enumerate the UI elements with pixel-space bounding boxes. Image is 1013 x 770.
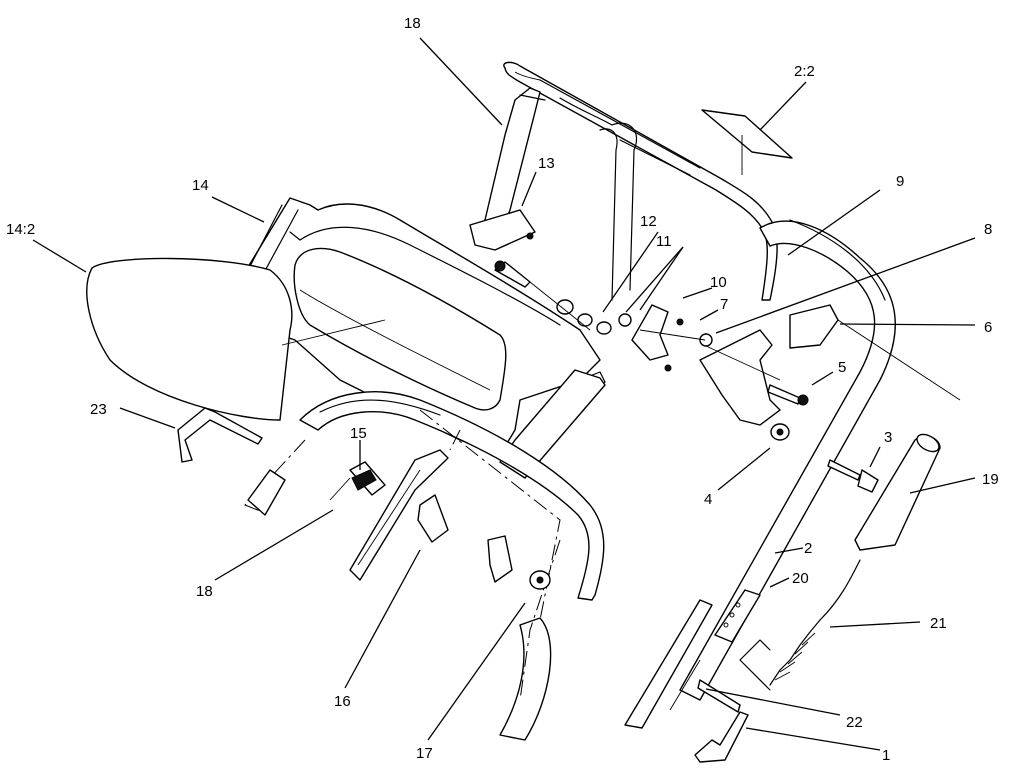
callout-18-upper: 18	[404, 15, 421, 32]
callout-13: 13	[538, 155, 555, 172]
callout-14-2: 14:2	[6, 221, 35, 238]
callout-14: 14	[192, 177, 209, 194]
lower-handle	[299, 391, 605, 741]
callout-11: 11	[656, 233, 672, 250]
hardware-upper	[469, 87, 961, 493]
callout-4: 4	[704, 491, 712, 508]
callout-9: 9	[896, 173, 904, 190]
handle-tube-right	[679, 219, 896, 701]
callout-8: 8	[984, 221, 992, 238]
callout-23: 23	[90, 401, 107, 418]
callout-16: 16	[334, 693, 351, 710]
callout-22: 22	[846, 714, 863, 731]
grip-tube	[854, 433, 941, 551]
callout-7: 7	[720, 296, 728, 313]
callout-6: 6	[984, 319, 992, 336]
decal-panel	[86, 257, 386, 421]
decal-strip	[701, 109, 793, 175]
callout-1: 1	[882, 747, 890, 764]
callout-21: 21	[930, 615, 947, 632]
callout-2-2: 2:2	[794, 63, 815, 80]
callout-12: 12	[640, 213, 657, 230]
callout-15: 15	[350, 425, 367, 442]
callout-20: 20	[792, 570, 809, 587]
callout-3: 3	[884, 429, 892, 446]
console-panel	[224, 197, 606, 479]
left-tube-end	[247, 469, 286, 516]
callout-10: 10	[710, 274, 727, 291]
upper-handle	[503, 61, 778, 301]
callout-5: 5	[838, 359, 846, 376]
callout-18-lower: 18	[196, 583, 213, 600]
callout-leaders	[32, 37, 976, 751]
hardware-lower	[177, 407, 861, 763]
callout-labels: 18 2:2 13 14 14:2 9 8 12 11 10 7 6 5 23 …	[6, 15, 999, 764]
callout-19: 19	[982, 471, 999, 488]
callout-17: 17	[416, 745, 433, 762]
callout-2: 2	[804, 540, 812, 557]
